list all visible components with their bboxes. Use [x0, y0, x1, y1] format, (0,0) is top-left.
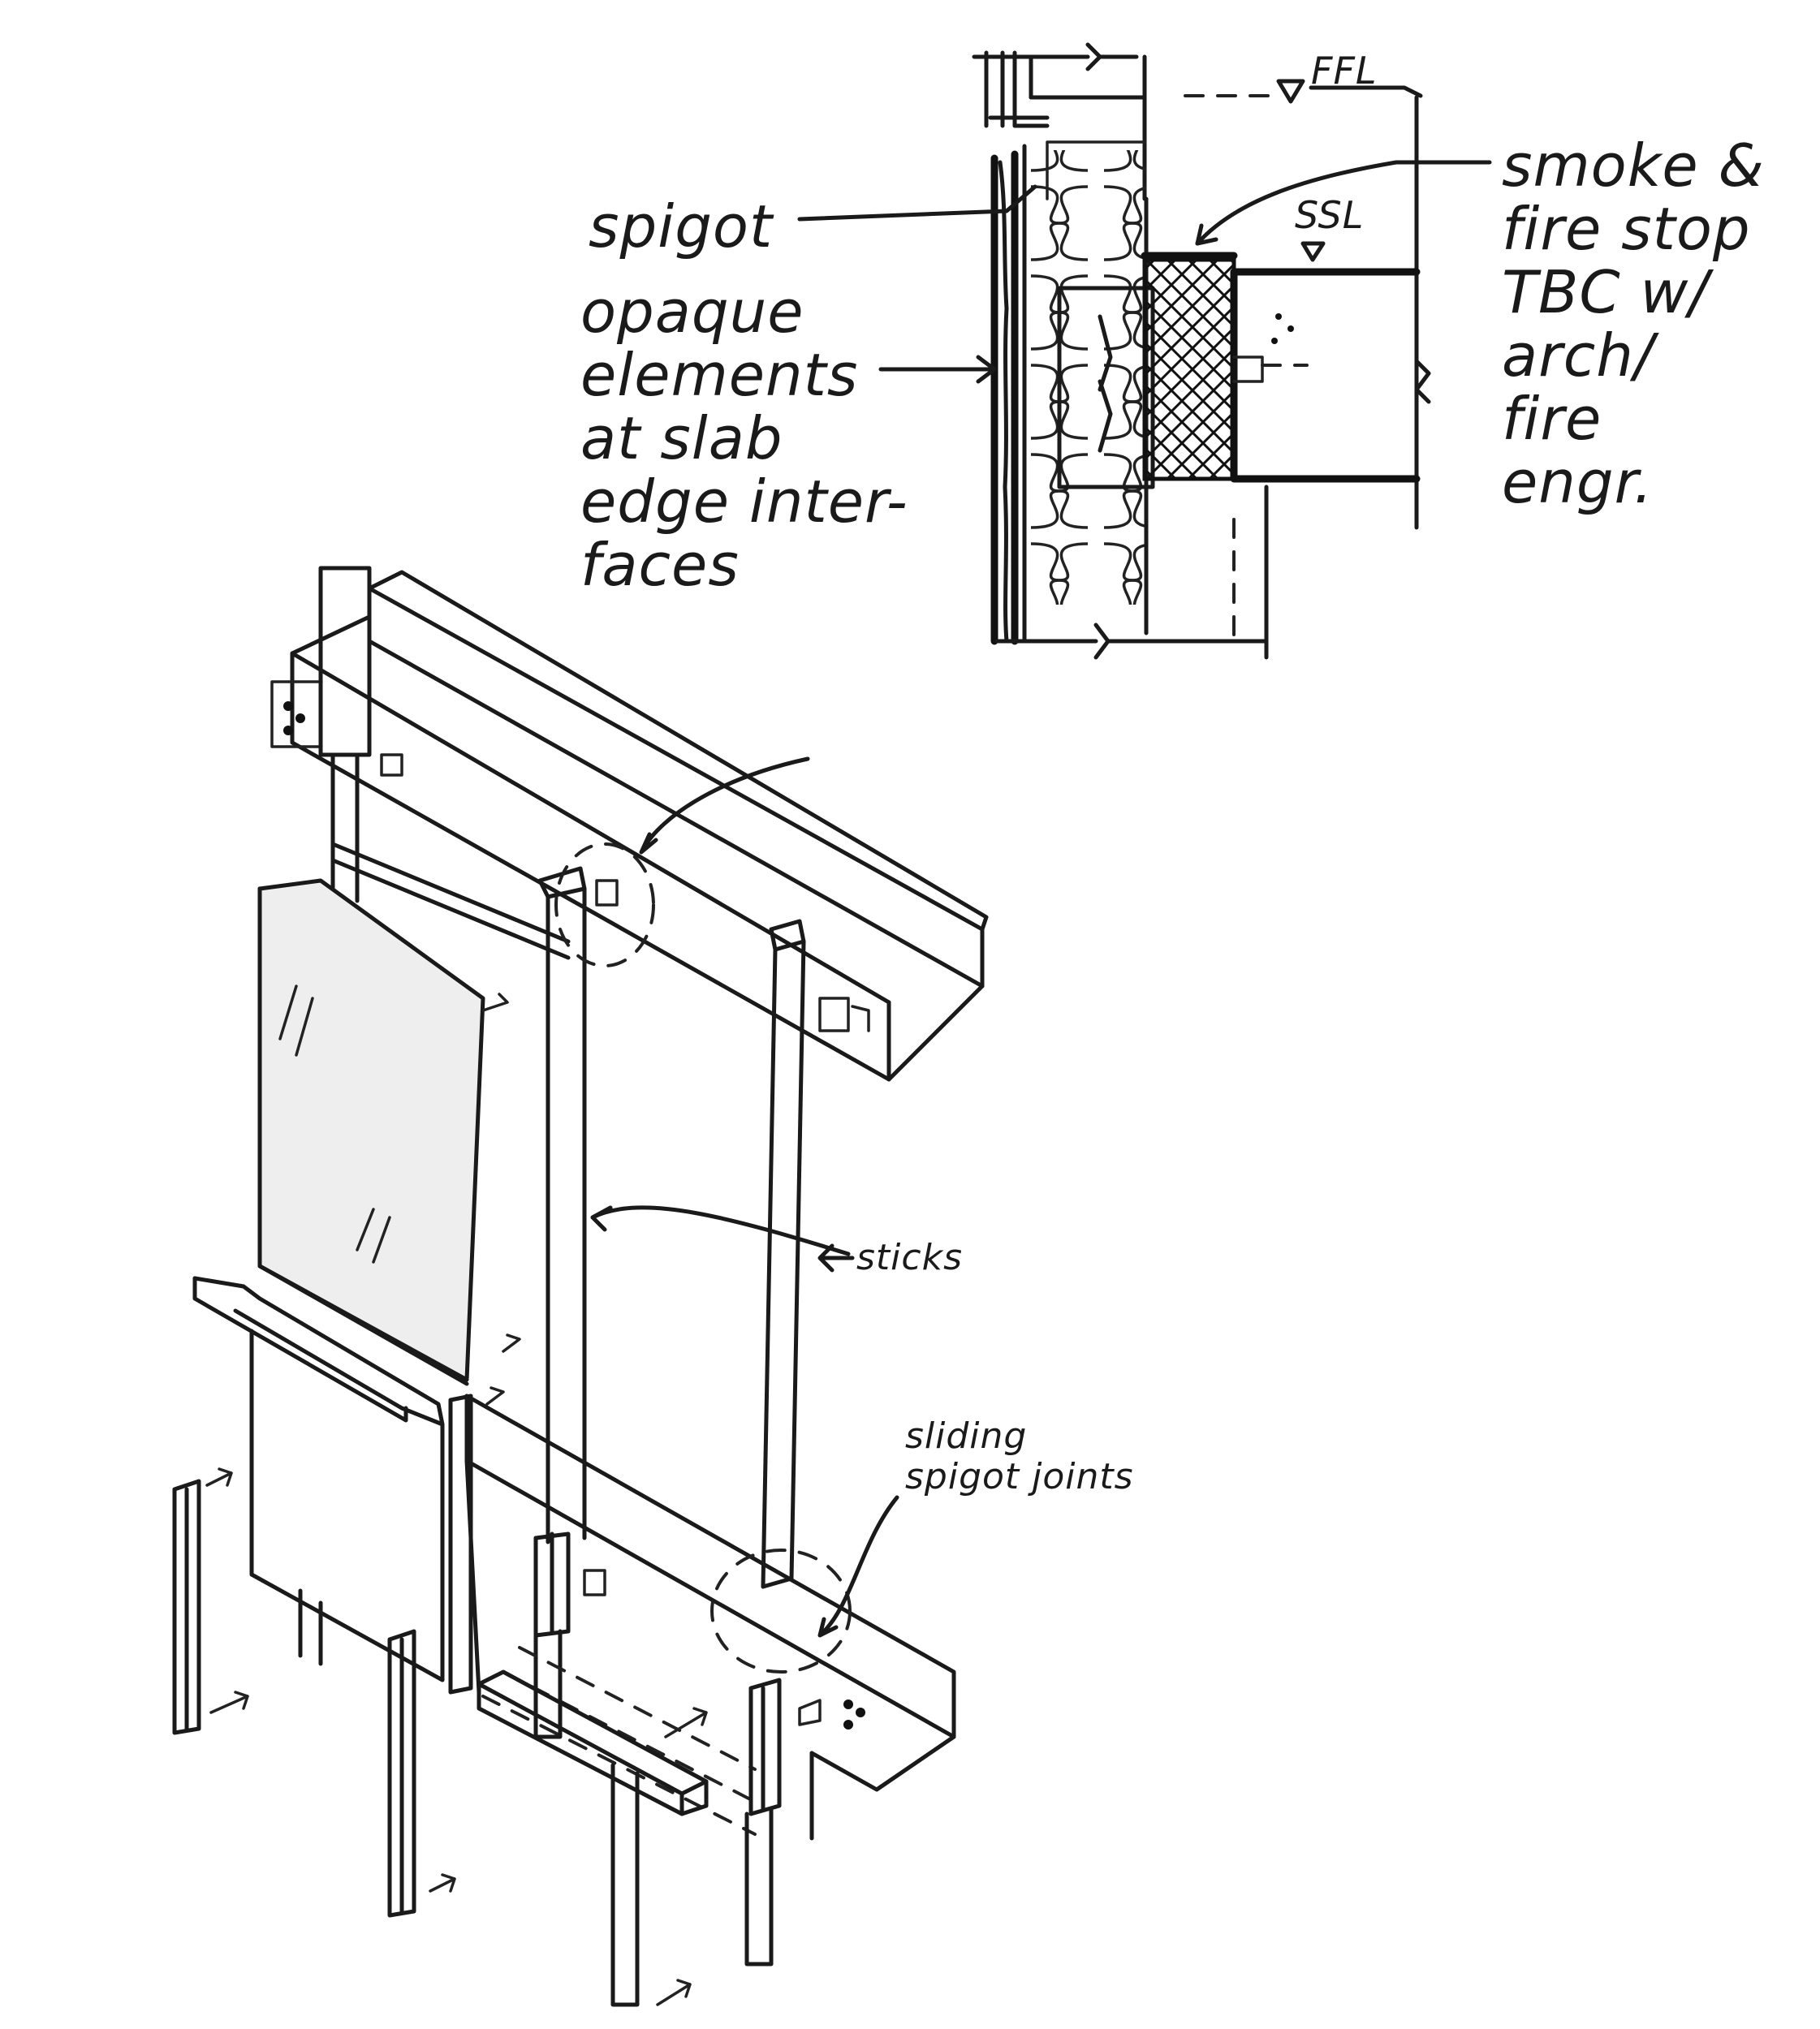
label-smoke-fire-stop: smoke & fire stop TBC w/ arch/ fire engr… [1502, 131, 1765, 516]
label-ssl: SSL [1295, 193, 1365, 237]
section-detail [797, 42, 1492, 660]
label-ffl: FFL [1311, 49, 1378, 93]
label-spigot: spigot [589, 192, 774, 261]
label-sliding-spigot-joints: sliding spigot joints [905, 1415, 1134, 1497]
label-sticks: sticks [856, 1237, 963, 1278]
axonometric-view [172, 566, 989, 2007]
label-opaque-elements: opaque elements at slab edge inter- face… [580, 278, 908, 599]
